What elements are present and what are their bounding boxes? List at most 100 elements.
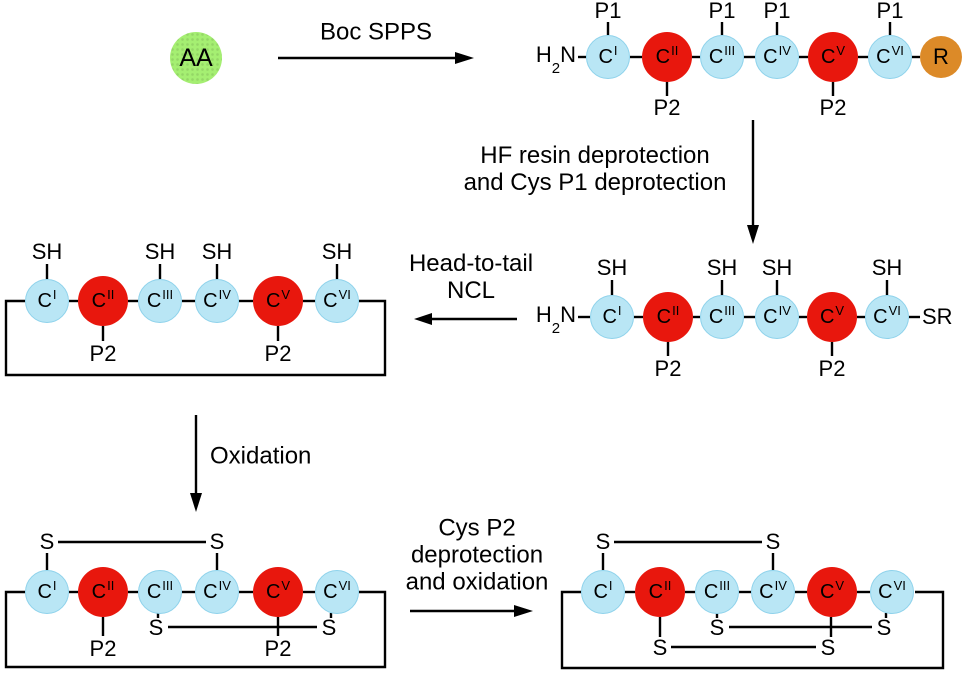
- residue-numeral: III: [724, 42, 736, 58]
- arrow-cys-p2: [410, 605, 533, 617]
- arrow-boc-spps: [278, 52, 474, 64]
- residue-symbol: C: [763, 46, 778, 68]
- bottom-right-chain-bonds: [560, 540, 945, 670]
- backbone-cycle: [4, 299, 387, 377]
- residue-numeral: III: [719, 577, 731, 593]
- subscript-2: 2: [551, 320, 561, 338]
- residue-numeral: V: [835, 577, 845, 593]
- residue-numeral: VI: [338, 286, 351, 302]
- top-chain-bonds: [578, 22, 920, 96]
- p2-label: P2: [819, 95, 847, 120]
- p1-label: P1: [763, 0, 791, 23]
- residue-symbol: C: [819, 581, 835, 603]
- sh-label: SH: [706, 255, 738, 280]
- residue-numeral: IV: [778, 302, 791, 318]
- residue-numeral: V: [836, 42, 846, 58]
- bottom-left-chain-bonds: [4, 540, 387, 669]
- p1-label: P1: [876, 0, 904, 23]
- resin-label: R: [933, 44, 949, 69]
- residue-numeral: VI: [893, 577, 906, 593]
- residue-numeral: V: [281, 286, 291, 302]
- backbone-cycle: [560, 590, 945, 670]
- residue-symbol: C: [593, 581, 608, 603]
- residue-numeral: II: [671, 42, 679, 58]
- s-label: S: [209, 529, 225, 554]
- residue-symbol: C: [37, 581, 52, 603]
- boc-spps-label: Boc SPPS: [319, 18, 433, 47]
- residue-symbol: C: [819, 306, 835, 328]
- sh-label: SH: [201, 239, 233, 264]
- oxidation-label: Oxidation: [210, 442, 312, 471]
- residue-symbol: C: [37, 290, 52, 312]
- n-symbol: N: [560, 41, 576, 67]
- label-line: and oxidation: [405, 568, 549, 596]
- sh-label: SH: [761, 255, 793, 280]
- mid-right-chain-bonds: [578, 280, 920, 356]
- label-line: deprotection: [410, 541, 544, 569]
- h-symbol: H: [535, 301, 552, 327]
- residue-numeral: I: [613, 42, 618, 58]
- residue-symbol: C: [763, 306, 778, 328]
- p2-label: P2: [653, 95, 681, 120]
- residue-numeral: IV: [218, 286, 231, 302]
- h-symbol: H: [535, 41, 552, 67]
- residue-numeral: II: [664, 577, 672, 593]
- sh-label: SH: [144, 239, 176, 264]
- arrow-ncl: [414, 313, 517, 325]
- residue-symbol: C: [146, 581, 162, 603]
- residue-symbol: C: [656, 306, 672, 328]
- sh-label: SH: [31, 239, 63, 264]
- amino-acid-node: AA: [170, 32, 222, 84]
- arrow-oxidation: [190, 415, 202, 512]
- residue-numeral: I: [52, 577, 57, 593]
- s-label: S: [652, 635, 668, 660]
- p1-label: P1: [708, 0, 736, 23]
- thioester-label: SR: [922, 304, 953, 329]
- residue-numeral: VI: [891, 42, 904, 58]
- label-line: Boc SPPS: [319, 18, 433, 46]
- p2-label: P2: [89, 636, 117, 661]
- arrowhead: [414, 313, 432, 325]
- residue-symbol: C: [598, 46, 613, 68]
- s-label: S: [820, 635, 836, 660]
- residue-symbol: C: [655, 46, 671, 68]
- subscript-2: 2: [551, 60, 561, 78]
- residue-numeral: III: [162, 286, 174, 302]
- residue-numeral: I: [52, 286, 57, 302]
- residue-symbol: C: [323, 290, 338, 312]
- residue-numeral: V: [281, 577, 291, 593]
- p1-label: P1: [594, 0, 622, 23]
- residue-symbol: C: [873, 306, 888, 328]
- label-line: Oxidation: [210, 442, 312, 470]
- residue-symbol: C: [91, 581, 107, 603]
- residue-symbol: C: [759, 581, 774, 603]
- sh-label: SH: [596, 255, 628, 280]
- arrow-hf: [747, 120, 759, 244]
- residue-symbol: C: [878, 581, 893, 603]
- residue-symbol: C: [323, 581, 338, 603]
- residue-numeral: III: [162, 577, 174, 593]
- s-label: S: [876, 615, 892, 640]
- s-label: S: [39, 529, 55, 554]
- cys-p2-label: Cys P2 deprotection and oxidation: [405, 515, 549, 597]
- residue-symbol: C: [203, 581, 218, 603]
- s-label: S: [709, 615, 725, 640]
- arrowhead: [514, 605, 533, 617]
- s-label: S: [148, 615, 164, 640]
